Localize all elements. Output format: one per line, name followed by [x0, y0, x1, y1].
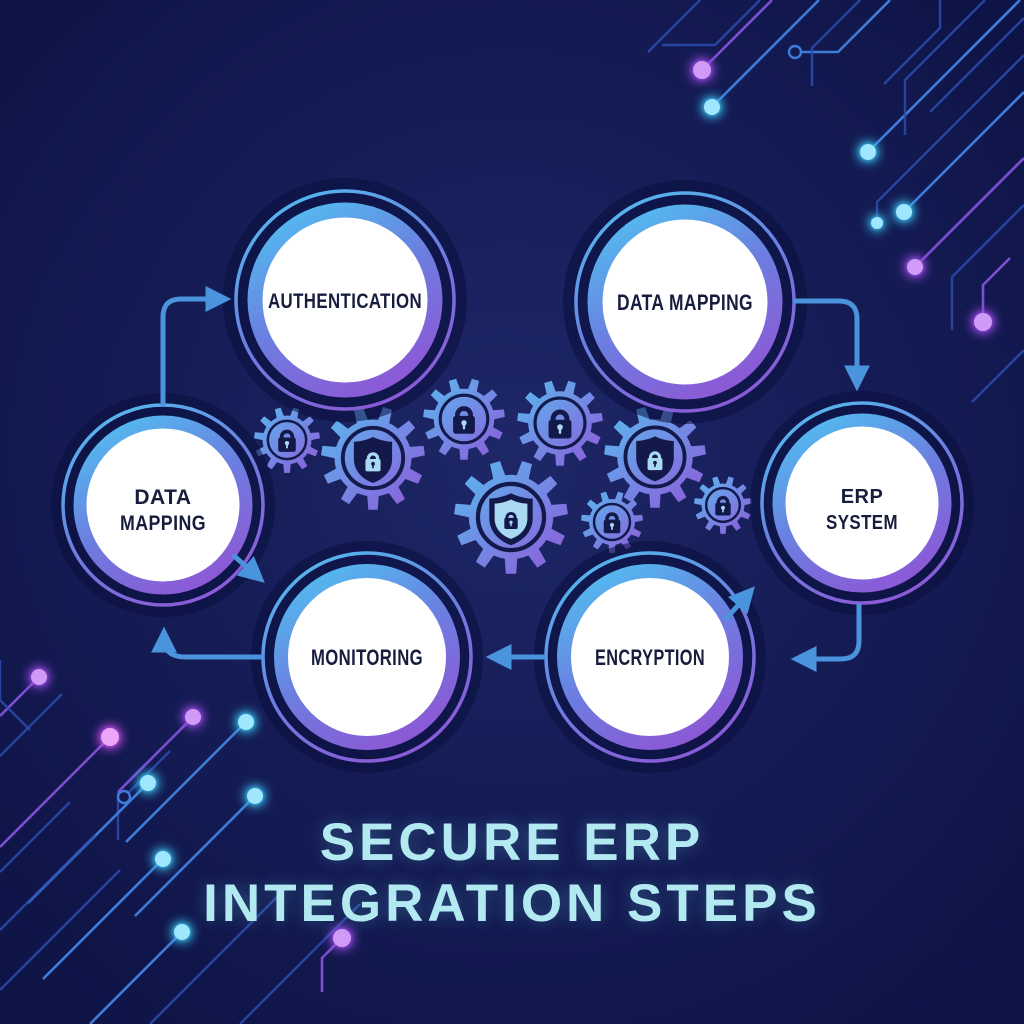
node-body [274, 564, 460, 750]
title-line-1: SECURE ERP [319, 813, 705, 872]
node-label: MAPPING [120, 512, 206, 535]
node-outer-ring [234, 189, 456, 411]
main-title: SECURE ERP INTEGRATION STEPS [0, 812, 1024, 934]
gear-shield-lock-icon-large [454, 461, 568, 574]
arrow-encryption-to-erp-system [723, 586, 755, 622]
node-label: AUTHENTICATION [268, 290, 422, 313]
circuit-pattern-bottom-left [0, 660, 361, 1024]
title-line-2: INTEGRATION STEPS [203, 874, 821, 933]
security-gears [254, 378, 752, 574]
gear-lock-icon [423, 378, 505, 460]
gear-lock-icon [254, 407, 320, 473]
step-node-data-mapping-left: DATA MAPPING [51, 393, 275, 617]
step-node-monitoring: MONITORING [251, 541, 483, 773]
node-body [73, 415, 253, 595]
node-label: DATA [134, 486, 191, 509]
step-node-authentication: AUTHENTICATION [223, 178, 467, 422]
node-body [557, 564, 743, 750]
node-label: ERP [841, 486, 884, 508]
node-body [587, 204, 783, 400]
node-label: SYSTEM [826, 512, 898, 534]
arrow-monitoring-to-data-mapping-left [151, 626, 263, 660]
node-outer-ring [760, 401, 964, 605]
gear-lock-icon [581, 491, 643, 553]
gear-shield-lock-icon [321, 407, 425, 510]
arrow-data-mapping-left-to-monitoring [231, 553, 265, 583]
step-node-data-mapping-top: DATA MAPPING [563, 180, 807, 424]
arrow-data-mapping-top-to-erp-system [794, 298, 870, 392]
flow-arrows [151, 286, 870, 672]
node-label: MONITORING [311, 645, 423, 670]
node-label: ENCRYPTION [595, 645, 705, 670]
gear-shield-lock-icon [604, 407, 706, 508]
step-node-encryption: ENCRYPTION [534, 541, 766, 773]
node-body [772, 413, 952, 593]
node-label: DATA MAPPING [617, 290, 753, 315]
arrow-data-mapping-left-to-authentication [160, 286, 232, 407]
step-node-erp-system: ERP SYSTEM [750, 391, 974, 615]
circuit-pattern-top-right [647, 0, 1024, 403]
gear-lock-icon [694, 476, 752, 534]
arrow-erp-system-to-encryption [790, 604, 862, 672]
gear-lock-icon [517, 380, 603, 466]
node-body [247, 202, 443, 398]
